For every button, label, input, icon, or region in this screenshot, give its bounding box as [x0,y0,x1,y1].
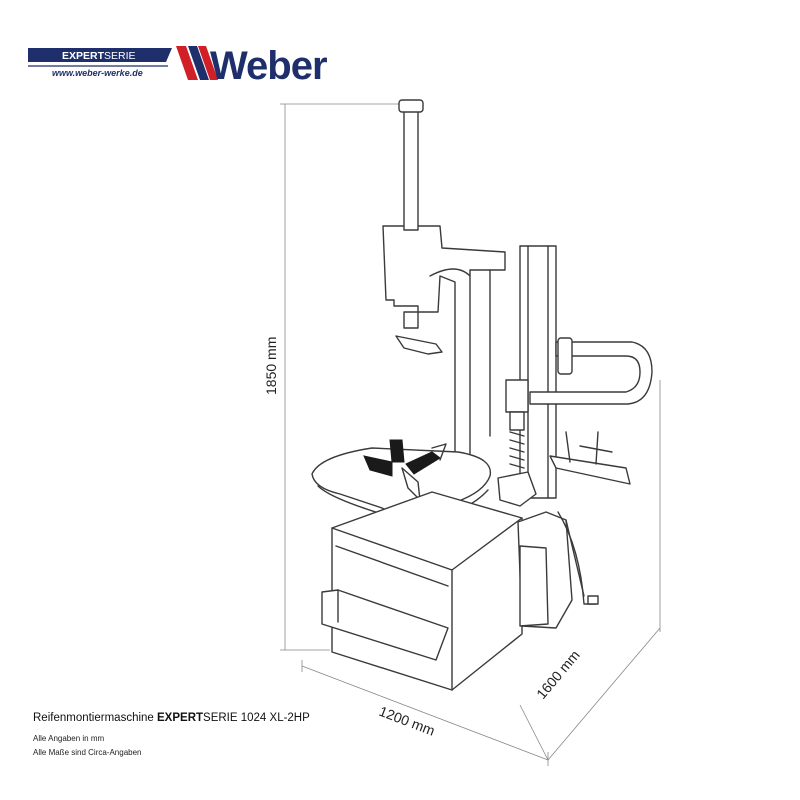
weber-logo: EXPERTSERIE www.weber-werke.de Weber [28,44,328,88]
dimension-height-label: 1850 mm [263,337,279,395]
note-units: Alle Angaben in mm [33,734,105,743]
caption-prefix: Reifenmontiermaschine [33,712,158,724]
logo-wordmark: Weber [210,44,327,88]
caption-series-bold: EXPERT [157,712,204,724]
tower-column [519,245,557,499]
caption-series-regular: SERIE [203,712,238,724]
machine-cabinet [321,491,523,691]
product-caption: Reifenmontiermaschine EXPERTSERIE 1024 X… [33,712,310,724]
mounting-head [497,379,537,507]
logo-stripe-red-2 [198,46,218,80]
dimension-lines [280,103,661,766]
tire-changer-drawing [311,99,653,691]
dimension-depth-label: 1600 mm [533,647,583,702]
swing-arm [382,99,506,459]
dimension-width-label: 1200 mm [377,703,437,739]
bead-breaker [517,511,599,629]
logo-url: www.weber-werke.de [52,68,143,78]
logo-stripe-navy-1 [188,46,209,80]
caption-model: 1024 XL-2HP [237,712,310,724]
logo-band [28,48,172,62]
helper-horizontal-arm [529,337,653,485]
note-approx: Alle Maße sind Circa-Angaben [33,748,142,757]
logo-stripe-red [176,46,198,80]
logo-series-label: EXPERTSERIE [62,50,136,62]
